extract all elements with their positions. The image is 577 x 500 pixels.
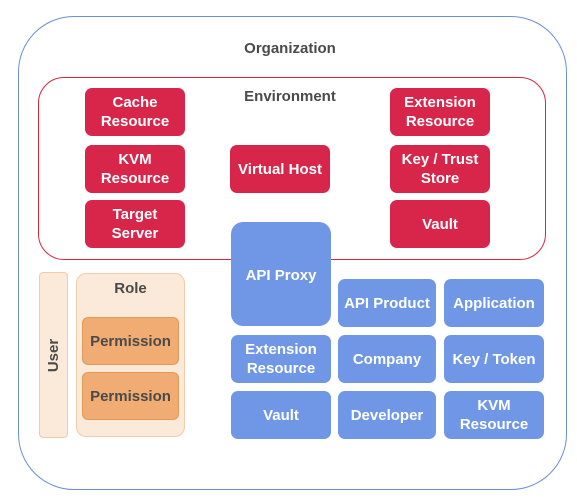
org-key-token: Key / Token xyxy=(444,335,544,383)
env-key-trust-store: Key / Trust Store xyxy=(390,145,490,193)
org-application: Application xyxy=(444,279,544,327)
user-bar xyxy=(39,272,68,438)
role-title: Role xyxy=(114,280,147,297)
env-virtual-host: Virtual Host xyxy=(230,145,330,193)
org-developer: Developer xyxy=(338,391,436,439)
env-cache-resource: Cache Resource xyxy=(85,88,185,136)
organization-container xyxy=(18,16,567,490)
env-extension-resource: Extension Resource xyxy=(390,88,490,136)
organization-title: Organization xyxy=(244,40,336,57)
org-company: Company xyxy=(338,335,436,383)
role-permission-1: Permission xyxy=(82,317,179,365)
role-permission-2: Permission xyxy=(82,372,179,420)
user-label: User xyxy=(45,338,63,372)
user-label-wrapper: User xyxy=(39,272,68,438)
org-vault: Vault xyxy=(231,391,331,439)
org-api-product: API Product xyxy=(338,279,436,327)
environment-title: Environment xyxy=(244,88,336,105)
api-proxy: API Proxy xyxy=(231,222,331,326)
env-vault: Vault xyxy=(390,200,490,248)
org-kvm-resource: KVM Resource xyxy=(444,391,544,439)
org-extension-resource: Extension Resource xyxy=(231,335,331,383)
env-target-server: Target Server xyxy=(85,200,185,248)
env-kvm-resource: KVM Resource xyxy=(85,145,185,193)
